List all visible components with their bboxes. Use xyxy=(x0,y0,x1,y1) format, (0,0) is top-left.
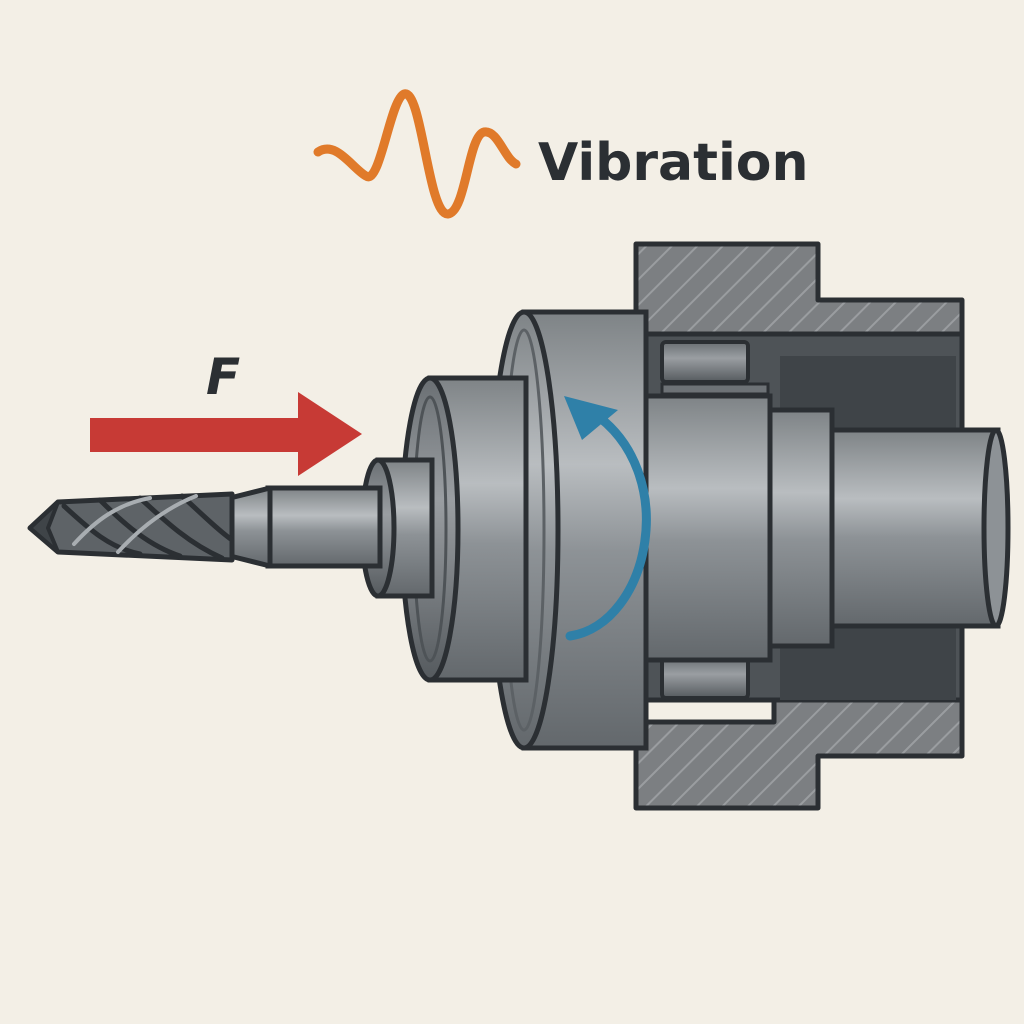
upper-bearing xyxy=(660,340,770,396)
vibration-wave-icon xyxy=(313,89,521,219)
force-arrow xyxy=(90,392,362,476)
spindle-shaft xyxy=(643,393,1011,663)
tool-holder xyxy=(359,375,529,683)
force-label: F xyxy=(206,348,240,406)
rotation-arrow xyxy=(564,396,651,641)
drill-bit xyxy=(27,485,383,569)
vibration-label: Vibration xyxy=(538,133,809,193)
